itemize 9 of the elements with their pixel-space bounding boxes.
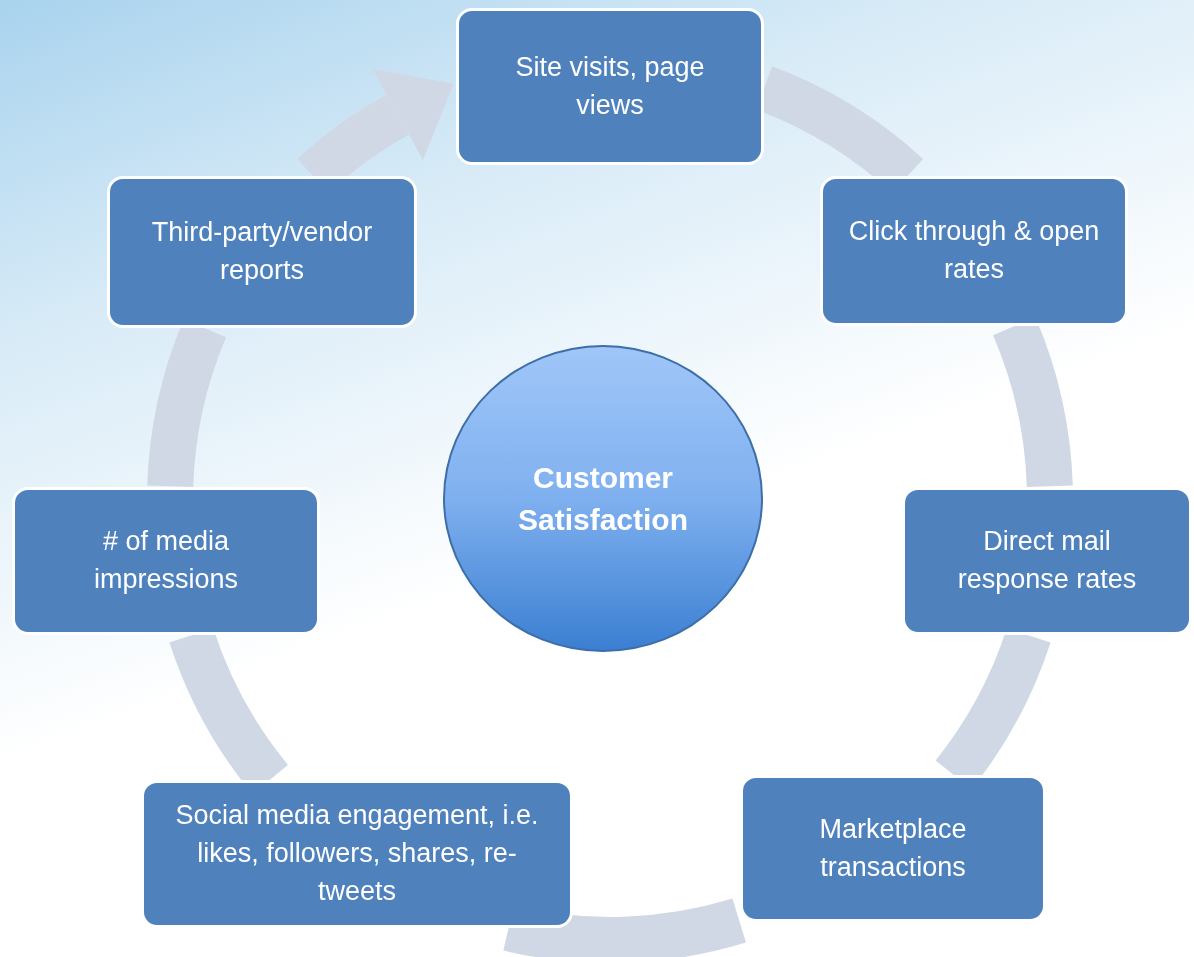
metric-box: Marketplace transactions xyxy=(740,775,1046,922)
metric-box: Third-party/vendor reports xyxy=(107,176,417,328)
center-circle: Customer Satisfaction xyxy=(443,345,763,652)
metric-box: Click through & open rates xyxy=(820,176,1128,326)
metric-box: Direct mail response rates xyxy=(902,487,1192,635)
metric-box: # of media impressions xyxy=(12,487,320,635)
metric-box: Site visits, page views xyxy=(456,8,764,165)
cycle-arc xyxy=(504,898,745,957)
metric-box: Social media engagement, i.e. likes, followers, shares, re-tweets xyxy=(141,780,573,928)
